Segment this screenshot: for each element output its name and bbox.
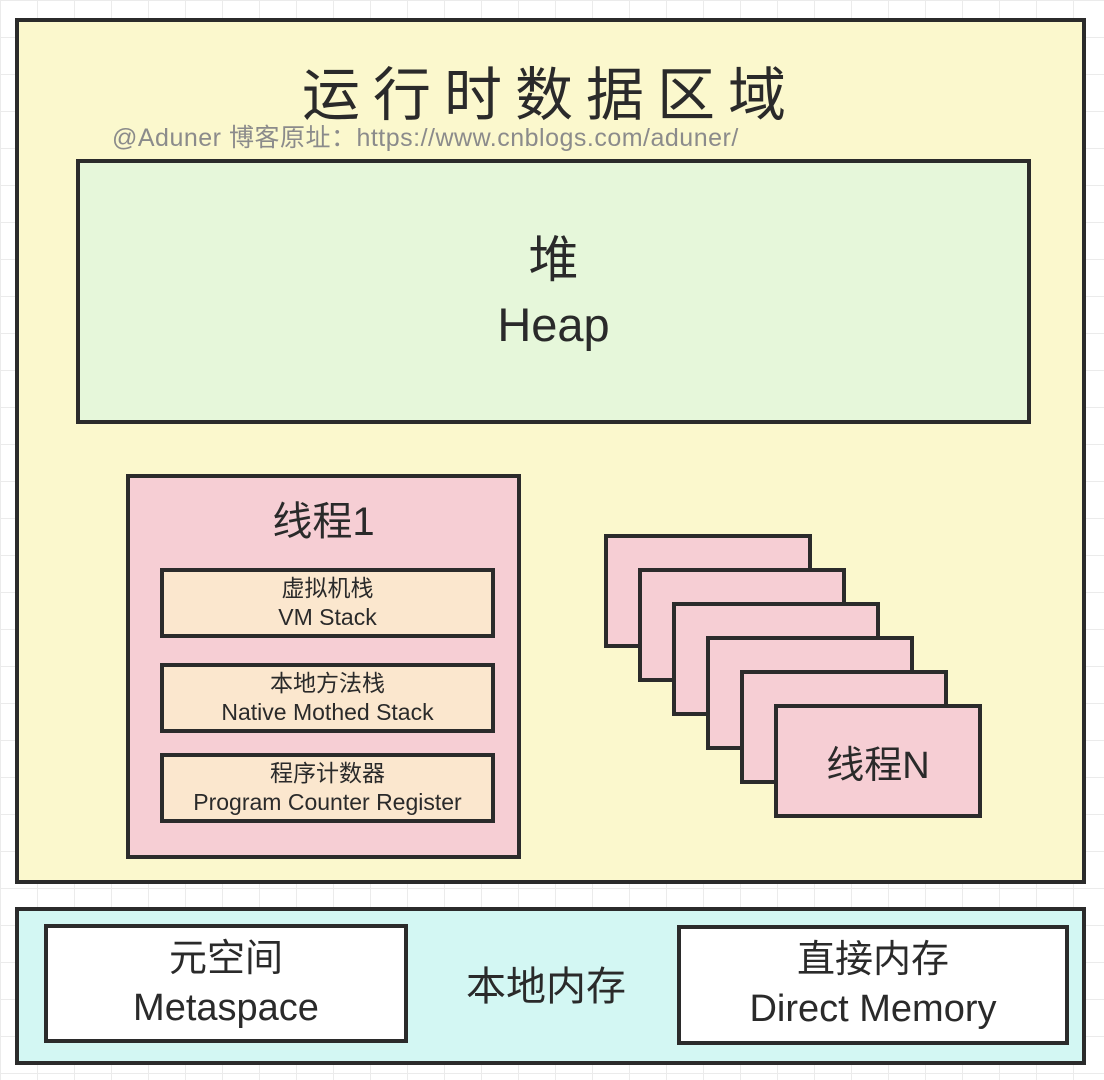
direct-memory-label-en: Direct Memory	[749, 988, 997, 1030]
direct-memory-label-zh: 直接内存	[796, 939, 949, 982]
program-counter-box: 程序计数器 Program Counter Register	[160, 753, 495, 823]
native-method-stack-box: 本地方法栈 Native Mothed Stack	[160, 663, 495, 733]
program-counter-label-zh: 程序计数器	[270, 759, 385, 786]
direct-memory-box: 直接内存 Direct Memory	[677, 925, 1069, 1045]
thread1-title: 线程1	[272, 500, 375, 544]
heap-label-zh: 堆	[528, 232, 579, 288]
thread-stack: 线程N	[604, 534, 986, 822]
thread1-box: 线程1 虚拟机栈 VM Stack 本地方法栈 Native Mothed St…	[126, 474, 521, 859]
diagram-title: 运行时数据区域	[301, 63, 799, 128]
vm-stack-box: 虚拟机栈 VM Stack	[160, 568, 495, 638]
program-counter-label-en: Program Counter Register	[193, 789, 462, 815]
native-method-stack-label-zh: 本地方法栈	[270, 669, 385, 696]
thread-n-card: 线程N	[774, 704, 982, 818]
metaspace-label-en: Metaspace	[133, 986, 319, 1029]
metaspace-label-zh: 元空间	[168, 937, 283, 980]
thread-n-label: 线程N	[826, 744, 930, 787]
vm-stack-label-en: VM Stack	[278, 604, 377, 630]
native-method-stack-label-en: Native Mothed Stack	[221, 699, 434, 725]
vm-stack-label-zh: 虚拟机栈	[281, 574, 374, 601]
native-memory-box: 元空间 Metaspace 本地内存 直接内存 Direct Memory	[15, 907, 1086, 1065]
runtime-data-area-box: 运行时数据区域 @Aduner 博客原址：https://www.cnblogs…	[15, 18, 1086, 884]
metaspace-box: 元空间 Metaspace	[44, 924, 408, 1043]
heap-label-en: Heap	[497, 298, 610, 351]
native-memory-label: 本地内存	[466, 965, 626, 1009]
author-credit: @Aduner 博客原址：https://www.cnblogs.com/adu…	[112, 124, 739, 152]
heap-box: 堆 Heap	[76, 159, 1031, 424]
